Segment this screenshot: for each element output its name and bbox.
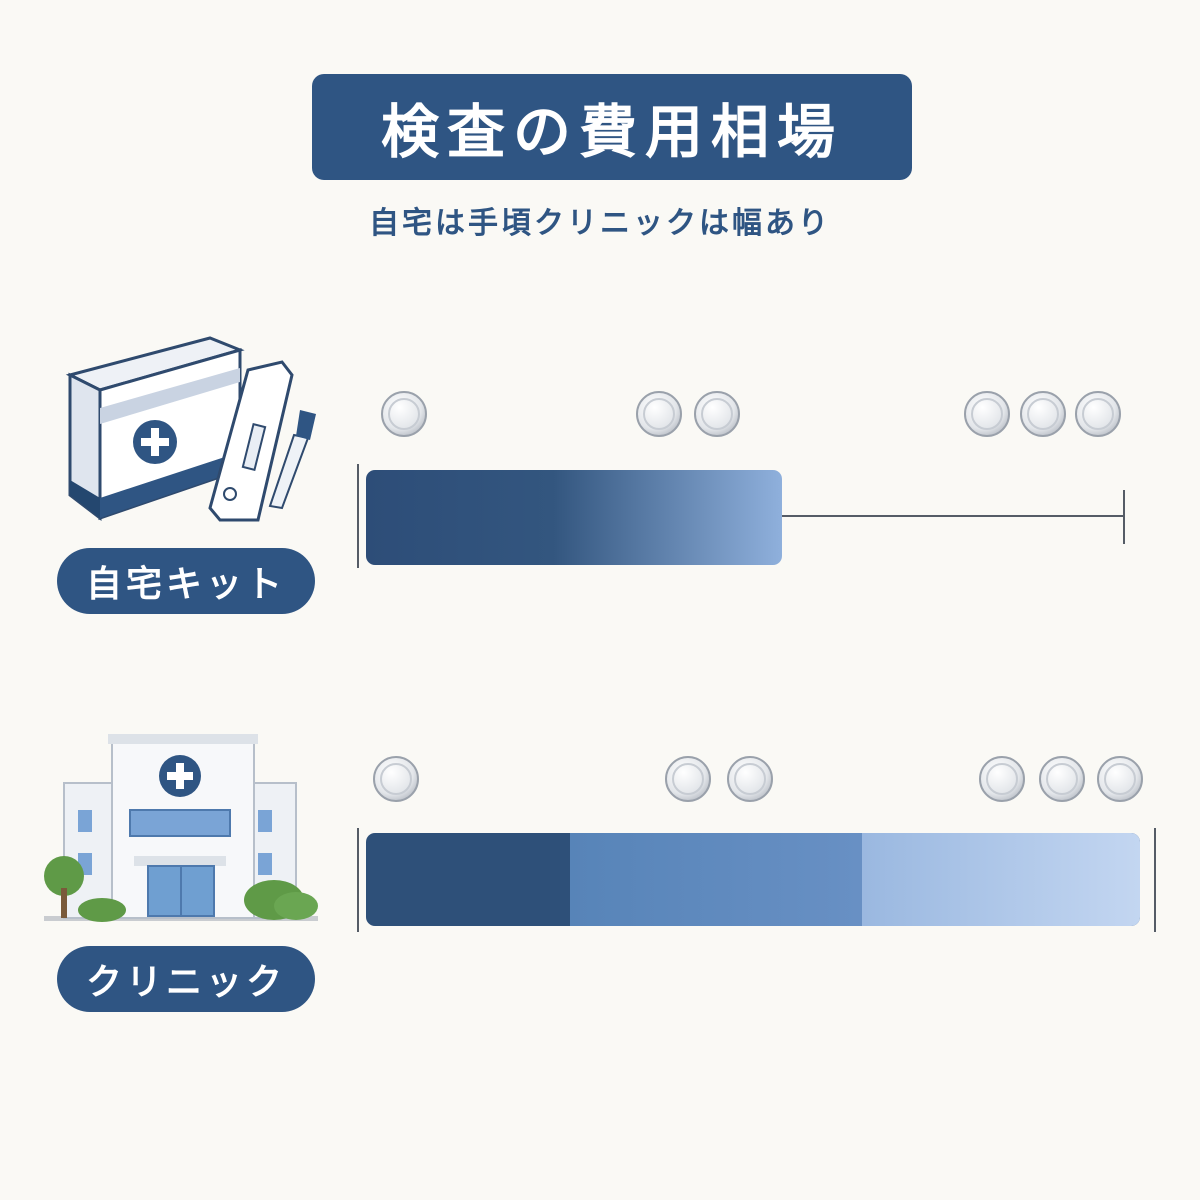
- clinic-cost-bar: [357, 828, 1156, 932]
- title-banner: 検査の費用相場: [312, 74, 912, 180]
- coin-icon: [979, 756, 1025, 802]
- coin-icon: [665, 756, 711, 802]
- coin-icon: [1097, 756, 1143, 802]
- coin-icon: [964, 391, 1010, 437]
- home-kit-cost-bar: [357, 464, 1125, 568]
- page-title: 検査の費用相場: [380, 98, 843, 166]
- home-kit-range-fill: [366, 470, 782, 565]
- hospital-building-icon: [44, 734, 318, 922]
- row-label-clinic: クリニック: [57, 946, 315, 1012]
- clinic-segment-mid: [570, 833, 862, 926]
- page-subtitle: 自宅は手頃クリニックは幅あり: [369, 206, 831, 241]
- test-kit-icon: [65, 336, 316, 522]
- clinic-segment-high: [862, 833, 1140, 926]
- coin-icon: [727, 756, 773, 802]
- row-label-text: クリニック: [85, 962, 286, 1003]
- coin-icon: [1075, 391, 1121, 437]
- row-label-home-kit: 自宅キット: [57, 548, 315, 614]
- coin-icon: [1039, 756, 1085, 802]
- coin-icon: [636, 391, 682, 437]
- row-label-text: 自宅キット: [85, 564, 286, 605]
- coin-icon: [1020, 391, 1066, 437]
- coin-icon: [694, 391, 740, 437]
- coin-icon: [373, 756, 419, 802]
- coin-icon: [381, 391, 427, 437]
